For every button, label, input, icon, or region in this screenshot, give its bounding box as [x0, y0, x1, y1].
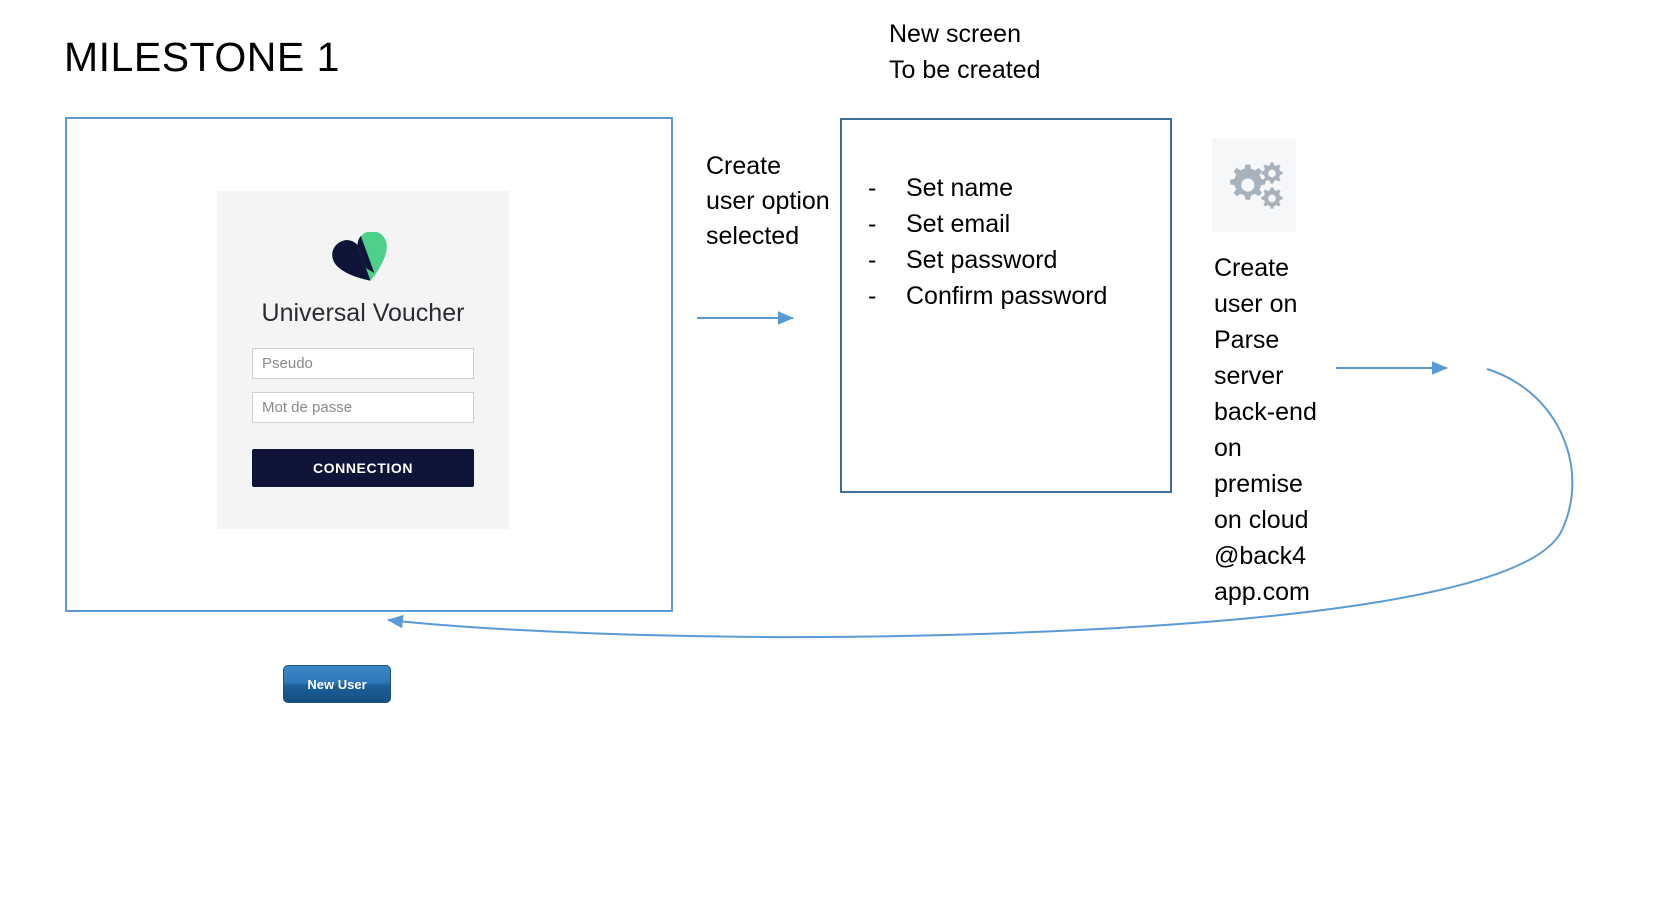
bullet-marker: - [868, 246, 877, 274]
new-user-button[interactable]: New User [283, 665, 391, 703]
existing-screen-box: Universal Voucher CONNECTION New User [65, 117, 673, 703]
create-user-note: Create user option selected [706, 152, 830, 250]
gears-icon [1230, 162, 1283, 209]
username-input[interactable] [252, 348, 474, 379]
list-item: - Set name [868, 170, 1168, 206]
list-item: - Confirm password [868, 278, 1168, 314]
page-title: MILESTONE 1 [64, 34, 340, 80]
backend-note: Create user on Parse server back-end on … [1214, 254, 1317, 606]
brand-name: Universal Voucher [261, 299, 465, 327]
heart-logo-icon [217, 229, 509, 291]
list-item-label: Set name [906, 174, 1014, 202]
bullet-marker: - [868, 282, 877, 310]
list-item-label: Set password [906, 246, 1058, 274]
new-screen-heading: New screen To be created [889, 20, 1041, 84]
backend-gears-panel [1212, 138, 1296, 232]
login-card: Universal Voucher CONNECTION [217, 191, 509, 529]
new-screen-requirements-list: - Set name - Set email - Set password - … [868, 170, 1168, 314]
bullet-marker: - [868, 210, 877, 238]
list-item-label: Confirm password [906, 282, 1108, 310]
connection-button[interactable]: CONNECTION [252, 449, 474, 487]
list-item-label: Set email [906, 210, 1011, 238]
list-item: - Set email [868, 206, 1168, 242]
list-item: - Set password [868, 242, 1168, 278]
bullet-marker: - [868, 174, 877, 202]
password-input[interactable] [252, 392, 474, 423]
